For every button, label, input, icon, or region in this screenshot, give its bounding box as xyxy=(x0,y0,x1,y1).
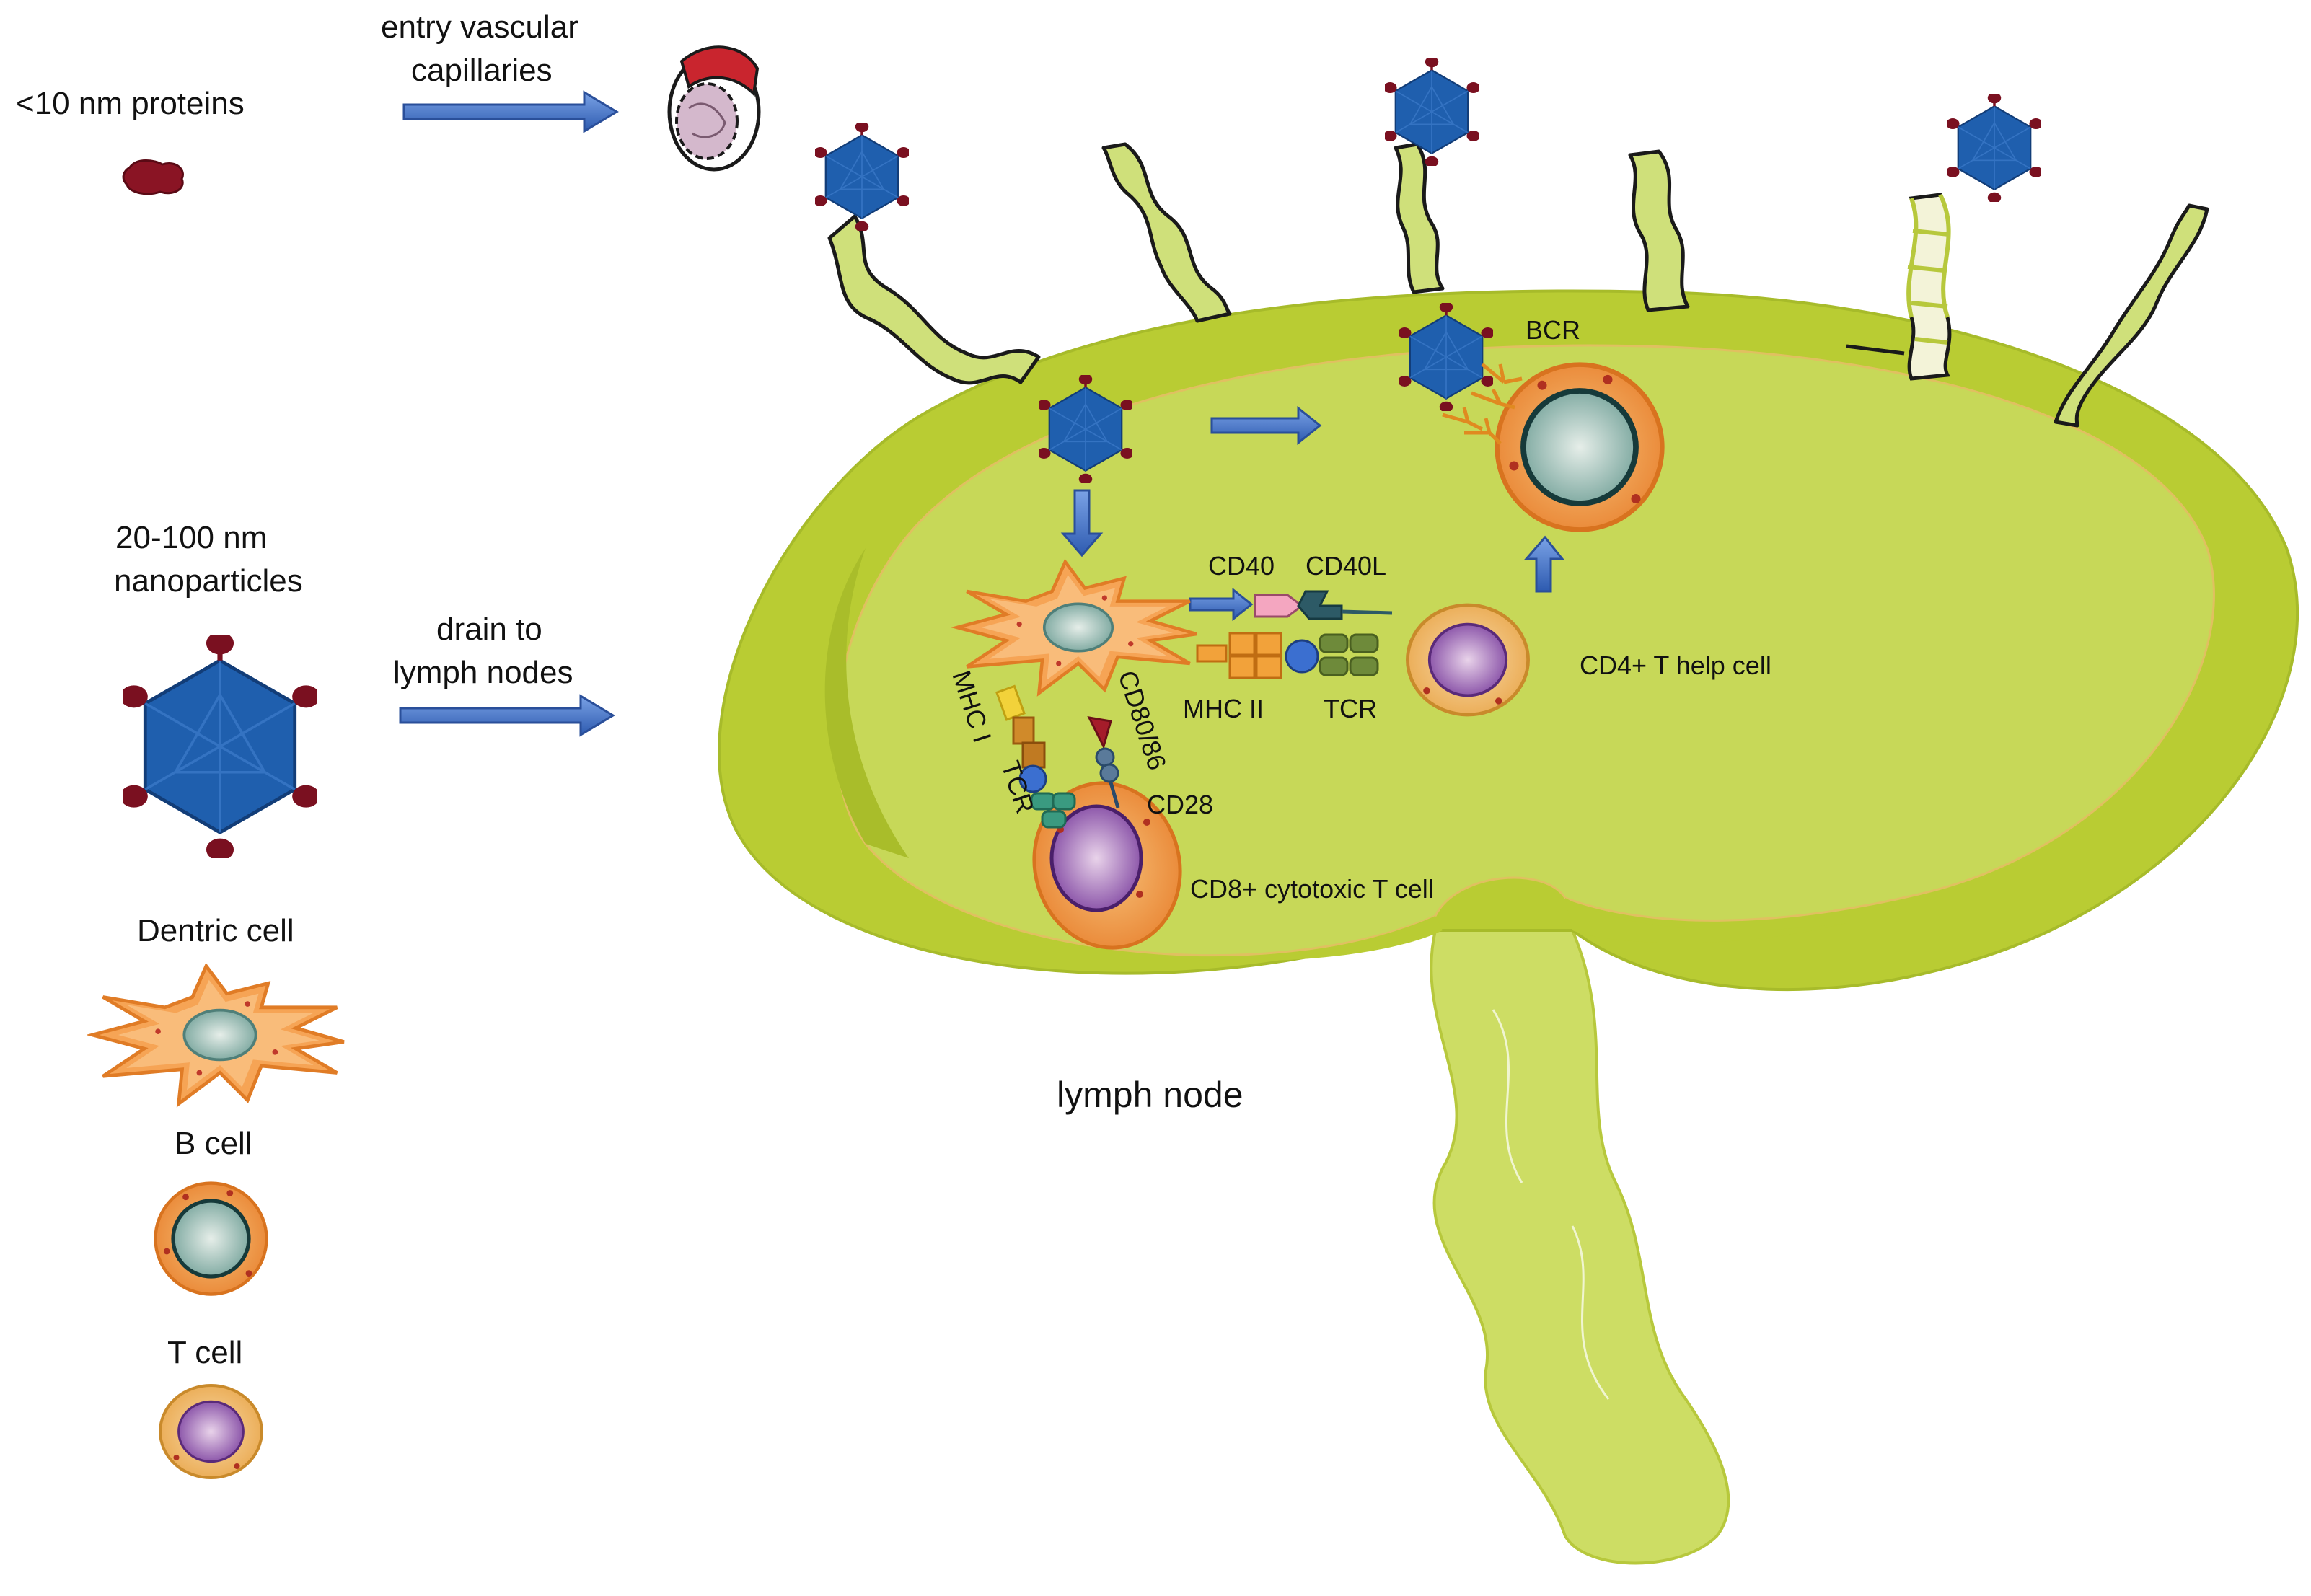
valved-vessel xyxy=(1846,193,1952,381)
nanoparticle-legend-icon xyxy=(120,632,320,860)
cd8-t-cell-icon xyxy=(1032,781,1182,950)
protein-icon xyxy=(122,159,184,195)
labels: <10 nm proteins entry vascular capillari… xyxy=(16,9,1771,1370)
thelp-to-bcell-arrow xyxy=(1523,535,1565,593)
label-np-line2: nanoparticles xyxy=(114,563,303,599)
afferent-vessel xyxy=(2054,203,2209,428)
label-small-proteins: <10 nm proteins xyxy=(16,86,245,121)
label-tcr-cd4: TCR xyxy=(1324,694,1377,723)
node-cells xyxy=(957,365,1663,950)
label-mhc-ii: MHC II xyxy=(1183,694,1264,723)
label-cd8-cell: CD8+ cytotoxic T cell xyxy=(1190,874,1434,904)
nanoparticle-icon xyxy=(1947,94,2041,202)
legend xyxy=(92,159,343,1478)
nanoparticle-icon xyxy=(815,123,909,231)
drain-arrow xyxy=(399,694,615,737)
mhc-i-icon xyxy=(995,684,1047,793)
label-cd40: CD40 xyxy=(1208,551,1275,581)
cd40-icon xyxy=(1254,594,1304,618)
tcr-cd8-icon xyxy=(1030,792,1076,829)
cd28-icon xyxy=(1095,747,1120,808)
dendritic-cell-legend-icon xyxy=(92,966,343,1104)
afferent-vessel xyxy=(827,214,1041,385)
afferent-vessel xyxy=(1101,142,1232,323)
capillary-icon xyxy=(667,45,761,172)
np-to-bcell-arrow xyxy=(1210,405,1322,446)
entry-arrow xyxy=(402,90,619,133)
afferent-vessel xyxy=(1394,142,1445,294)
label-drain-line1: drain to xyxy=(436,612,542,647)
cd80-86-icon xyxy=(1087,716,1112,750)
afferent-vessels xyxy=(827,142,2209,428)
label-entry-line2: capillaries xyxy=(411,53,553,88)
label-cd28: CD28 xyxy=(1147,790,1213,819)
label-t-cell: T cell xyxy=(167,1335,242,1370)
label-drain-line2: lymph nodes xyxy=(393,655,573,690)
cd4-t-cell-icon xyxy=(1407,605,1528,715)
antigen-peptide-icon xyxy=(1285,639,1319,674)
receptor-complexes xyxy=(995,590,1393,829)
label-cd40l: CD40L xyxy=(1306,551,1386,581)
label-bcr: BCR xyxy=(1526,315,1580,345)
label-cd4-cell: CD4+ T help cell xyxy=(1580,651,1771,680)
arrows xyxy=(399,90,1565,737)
t-cell-legend-icon xyxy=(160,1385,262,1478)
np-to-dc-arrow xyxy=(1060,489,1104,557)
label-dendritic-cell: Dentric cell xyxy=(137,913,294,948)
bcr-receptors xyxy=(1442,363,1523,445)
label-entry-line1: entry vascular xyxy=(381,9,578,45)
label-np-line1: 20-100 nm xyxy=(115,520,267,555)
tcr-cd4-icon xyxy=(1319,633,1379,676)
b-cell-icon xyxy=(1497,365,1663,530)
b-cell-legend-icon xyxy=(156,1183,267,1295)
label-b-cell: B cell xyxy=(175,1126,252,1161)
afferent-vessel xyxy=(1628,149,1690,312)
dc-to-cd40-arrow xyxy=(1189,587,1254,622)
mhc-ii-icon xyxy=(1196,632,1282,679)
label-lymph-node: lymph node xyxy=(1057,1075,1243,1115)
